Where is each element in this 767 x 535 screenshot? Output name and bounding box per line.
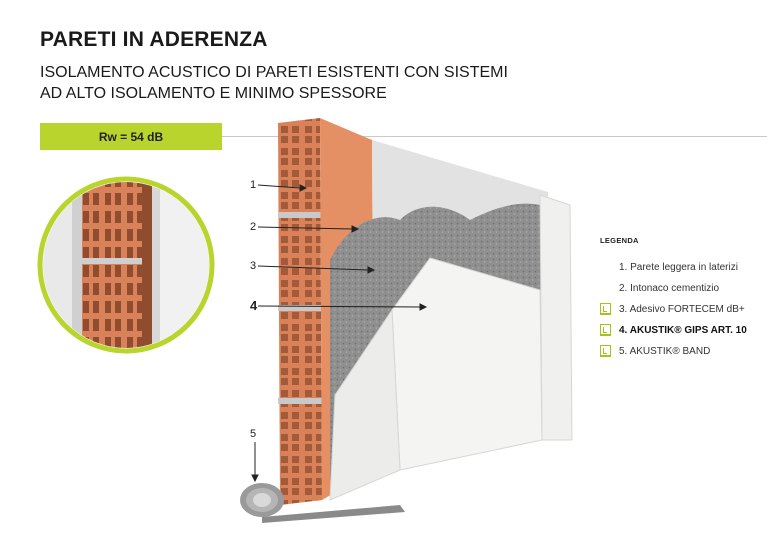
rw-rating-badge: Rw = 54 dB — [40, 123, 222, 150]
callout-5: 5 — [250, 428, 257, 440]
subtitle-line-1: ISOLAMENTO ACUSTICO DI PARETI ESISTENTI … — [40, 64, 508, 81]
callout-1: 1 — [250, 179, 257, 191]
leader-arrows — [251, 184, 428, 483]
legend-item: 3. Adesivo FORTECEM dB+ — [600, 303, 760, 324]
system-product-icon — [600, 324, 611, 337]
system-product-icon — [600, 345, 611, 358]
rw-rating-label: Rw = 54 dB — [98, 129, 164, 144]
legend-item-label: 1. Parete leggera in laterizi — [619, 262, 738, 273]
legend-item: 4. AKUSTIK® GIPS ART. 10 — [600, 324, 760, 345]
callout-4: 4 — [250, 298, 258, 313]
legend-item-label: 3. Adesivo FORTECEM dB+ — [619, 304, 745, 315]
legend-item: 2. Intonaco cementizio — [600, 282, 760, 303]
gypsum-board-layer — [329, 194, 573, 501]
rw-divider-line — [222, 136, 767, 137]
legend-item: 5. AKUSTIK® BAND — [600, 345, 760, 366]
zoom-detail-circle — [37, 176, 215, 354]
page-title: PARETI IN ADERENZA — [40, 28, 268, 51]
legend-item-label: 4. AKUSTIK® GIPS ART. 10 — [619, 325, 747, 336]
system-product-icon — [600, 303, 611, 316]
legend-item-label: 2. Intonaco cementizio — [619, 283, 720, 294]
legend-item: 1. Parete leggera in laterizi — [600, 261, 760, 282]
callout-2: 2 — [250, 221, 257, 233]
callout-3: 3 — [250, 260, 257, 272]
legend-title: LEGENDA — [600, 236, 639, 245]
acoustic-band-roll — [240, 483, 405, 523]
page-subtitle: ISOLAMENTO ACUSTICO DI PARETI ESISTENTI … — [40, 62, 560, 104]
subtitle-line-2: AD ALTO ISOLAMENTO E MINIMO SPESSORE — [40, 85, 387, 102]
legend-item-label: 5. AKUSTIK® BAND — [619, 346, 711, 357]
legend: LEGENDA 1. Parete leggera in laterizi 2.… — [600, 236, 760, 366]
